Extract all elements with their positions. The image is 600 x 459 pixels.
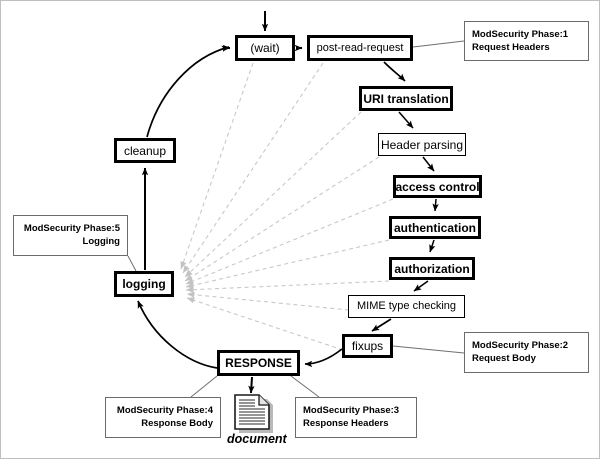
node-post-read[interactable]: post-read-request bbox=[307, 35, 413, 61]
node-label-authn: authentication bbox=[394, 220, 477, 235]
node-fixups[interactable]: fixups bbox=[342, 334, 393, 358]
annotation-phase3-line2: Response Headers bbox=[303, 418, 389, 429]
arrow-header-access bbox=[422, 156, 435, 172]
arrow-cleanup-wait bbox=[146, 45, 230, 138]
node-access[interactable]: access control bbox=[393, 175, 482, 198]
node-label-wait: (wait) bbox=[250, 41, 280, 55]
annotation-phase2-line1: ModSecurity Phase:2 bbox=[472, 340, 569, 351]
leader-phase2 bbox=[392, 345, 465, 354]
node-label-authz: authorization bbox=[394, 261, 470, 276]
document-icon bbox=[234, 394, 273, 433]
node-authn[interactable]: authentication bbox=[389, 216, 481, 239]
logging-link-fixups bbox=[186, 297, 344, 351]
annotation-phase1-line1: ModSecurity Phase:1 bbox=[472, 29, 569, 40]
node-label-logging: logging bbox=[122, 277, 166, 291]
leader-phase1 bbox=[412, 40, 465, 48]
node-wait[interactable]: (wait) bbox=[235, 35, 295, 61]
logging-link-uri bbox=[184, 111, 362, 278]
node-label-access: access control bbox=[395, 179, 480, 194]
node-label-post-read: post-read-request bbox=[316, 41, 404, 54]
node-authz[interactable]: authorization bbox=[389, 257, 475, 280]
node-label-fixups: fixups bbox=[351, 339, 384, 353]
node-header[interactable]: Header parsing bbox=[378, 133, 466, 156]
node-uri[interactable]: URI translation bbox=[359, 86, 453, 111]
logging-link-authz bbox=[185, 280, 390, 293]
logging-link-header bbox=[184, 156, 380, 282]
arrow-postread-uri bbox=[383, 61, 406, 82]
logging-link-authn bbox=[185, 239, 390, 289]
arrow-fixups-response bbox=[304, 348, 343, 368]
leader-phase4 bbox=[190, 375, 218, 398]
arrow-response-logging bbox=[137, 300, 218, 369]
flow-arrow-group bbox=[137, 11, 439, 394]
annotation-phase1-line2: Request Headers bbox=[472, 42, 550, 53]
leader-phase3 bbox=[290, 375, 320, 398]
arrow-authz-mime bbox=[413, 280, 429, 292]
node-label-response: RESPONSE bbox=[225, 356, 292, 370]
annotation-phase5-line1: ModSecurity Phase:5 bbox=[23, 223, 120, 234]
document-caption: document bbox=[227, 432, 287, 446]
annotation-phase2-line2: Request Body bbox=[472, 353, 536, 364]
arrow-response-document bbox=[248, 376, 255, 394]
annotation-phase4-line1: ModSecurity Phase:4 bbox=[116, 405, 213, 416]
logging-link-group bbox=[180, 62, 394, 351]
node-label-uri: URI translation bbox=[363, 91, 449, 106]
annotation-phase5-line2: Logging bbox=[82, 236, 120, 247]
arrow-mime-fixups bbox=[371, 318, 392, 332]
arrow-uri-header bbox=[398, 111, 414, 129]
callout-leader-group bbox=[127, 40, 465, 398]
logging-link-access bbox=[185, 198, 394, 285]
node-label-mime: MIME type checking bbox=[356, 300, 457, 312]
annotation-phase4-line2: Response Body bbox=[141, 418, 213, 429]
node-cleanup[interactable]: cleanup bbox=[114, 138, 176, 163]
node-label-cleanup: cleanup bbox=[123, 143, 167, 158]
arrow-authn-authz bbox=[429, 239, 436, 253]
node-response[interactable]: RESPONSE bbox=[217, 350, 300, 376]
arrow-access-authn bbox=[432, 198, 439, 212]
leader-phase5 bbox=[127, 255, 137, 272]
logging-link-wait bbox=[180, 62, 254, 270]
node-label-header: Header parsing bbox=[380, 137, 464, 152]
logging-link-post-read bbox=[182, 62, 324, 274]
node-mime[interactable]: MIME type checking bbox=[348, 295, 465, 318]
annotation-phase3-line1: ModSecurity Phase:3 bbox=[303, 405, 400, 416]
node-logging[interactable]: logging bbox=[114, 271, 174, 297]
logging-link-mime bbox=[186, 291, 350, 311]
